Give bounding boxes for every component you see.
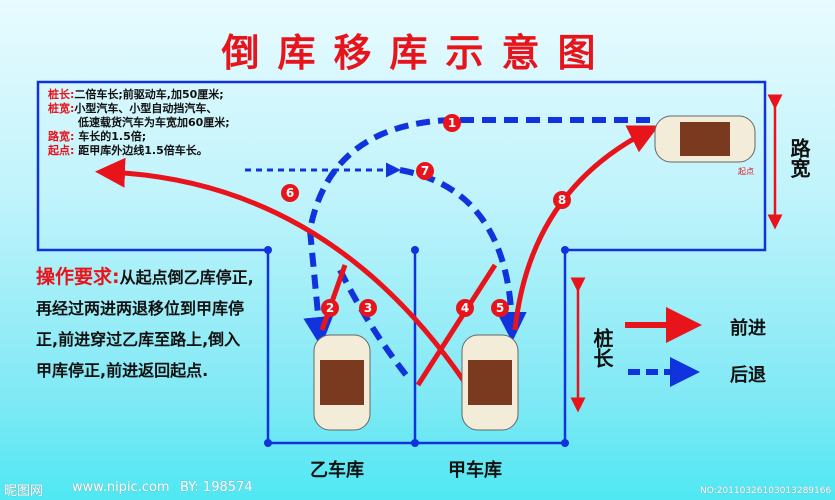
spec-key: 桩长: bbox=[48, 88, 75, 101]
step-4: 4 bbox=[461, 301, 469, 315]
operation-requirement: 操作要求:从起点倒乙库停正, 再经过两进两退移位到甲库停 正,前进穿过乙库至路上… bbox=[36, 262, 254, 386]
car-jia bbox=[461, 334, 519, 431]
spec-key: 起点: bbox=[48, 144, 75, 157]
garage-yi-label: 乙车库 bbox=[310, 460, 364, 481]
car-start bbox=[654, 115, 756, 163]
step-6: 6 bbox=[286, 186, 294, 200]
legend-backward-label: 后退 bbox=[730, 365, 766, 386]
requirement-line: 从起点倒乙库停正, bbox=[119, 268, 254, 287]
step-labels: 1 2 3 4 5 6 7 8 bbox=[286, 116, 566, 315]
watermark-logo: 昵图网 bbox=[4, 484, 44, 499]
step-8: 8 bbox=[558, 193, 566, 207]
legend-forward-label: 前进 bbox=[730, 318, 766, 339]
start-label: 起点 bbox=[738, 167, 754, 176]
requirement-line: 正,前进穿过乙库至路上,倒入 bbox=[36, 330, 241, 349]
step-2: 2 bbox=[326, 301, 334, 315]
pile-length-label: 桩长 bbox=[590, 328, 614, 368]
spec-text: 距甲库外边线1.5倍车长。 bbox=[74, 144, 208, 157]
watermark-site: www.nipic.com bbox=[72, 480, 170, 495]
car-yi bbox=[313, 334, 371, 431]
spec-notes: 桩长:二倍车长;前驱动车,加50厘米; 桩宽:小型汽车、小型自动挡汽车、 低速载… bbox=[48, 88, 230, 158]
spec-text: 小型汽车、小型自动挡汽车、 bbox=[74, 102, 218, 115]
page-title: 倒库移库示意图 bbox=[221, 31, 614, 75]
step-5: 5 bbox=[496, 301, 504, 315]
forward-paths bbox=[95, 125, 659, 392]
step-7: 7 bbox=[421, 164, 429, 178]
requirement-key: 操作要求: bbox=[36, 266, 120, 288]
garage-jia-label: 甲车库 bbox=[448, 460, 502, 481]
corner-dots bbox=[264, 246, 569, 447]
requirement-line: 再经过两进两退移位到甲库停 bbox=[36, 299, 245, 318]
spec-key: 桩宽: bbox=[48, 102, 75, 115]
watermark-no: NO:20110326103013289166 bbox=[700, 486, 832, 496]
spec-text: 车长的1.5倍; bbox=[74, 130, 147, 143]
spec-text: 低速载货汽车为车宽加60厘米; bbox=[78, 116, 230, 129]
dimension-arrows bbox=[570, 94, 783, 413]
watermark-by: BY: 198574 bbox=[180, 480, 253, 495]
road-width-label: 路宽 bbox=[787, 138, 811, 178]
cars bbox=[313, 115, 756, 431]
spec-text: 二倍车长;前驱动车,加50厘米; bbox=[74, 88, 224, 101]
step-1: 1 bbox=[448, 116, 456, 130]
step-3: 3 bbox=[364, 301, 372, 315]
step-circles bbox=[281, 114, 571, 317]
spec-key: 路宽: bbox=[48, 130, 75, 143]
requirement-line: 甲库停正,前进返回起点. bbox=[36, 361, 209, 380]
